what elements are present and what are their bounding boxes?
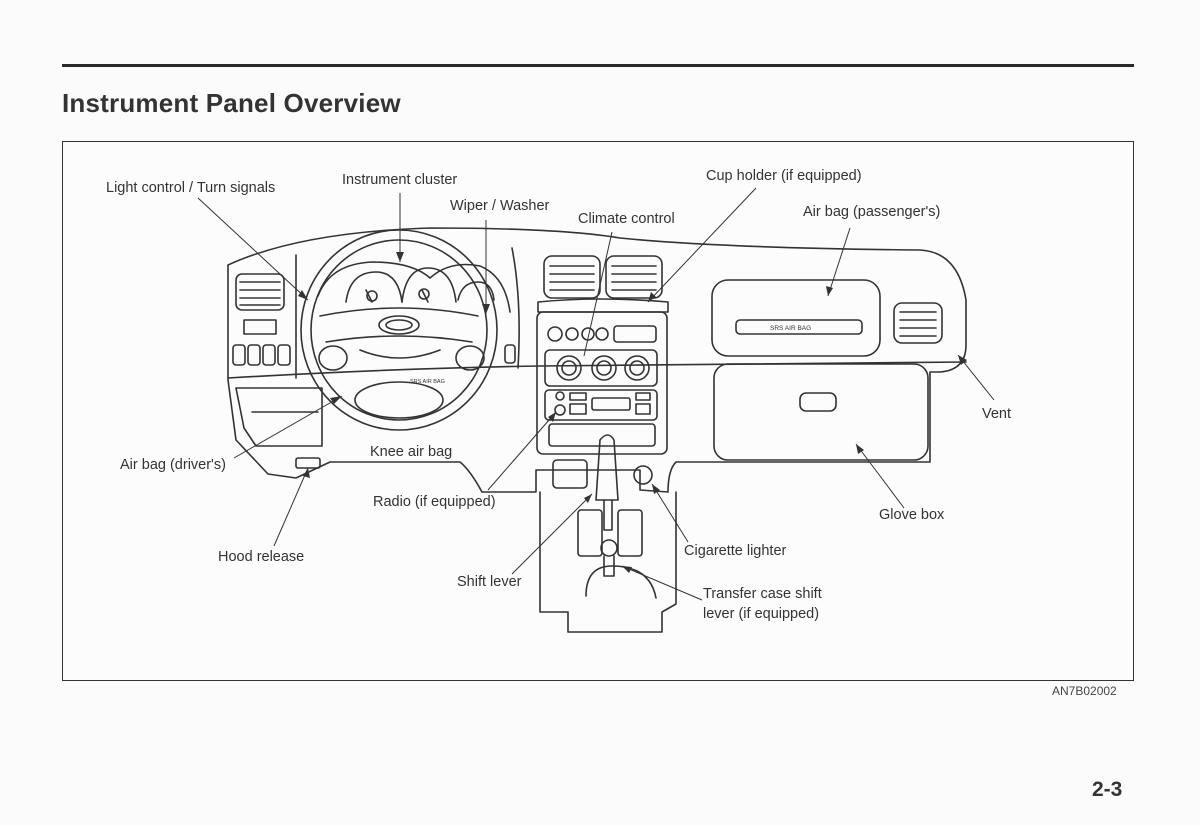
center-stack (536, 311, 668, 455)
label-climate-control: Climate control (578, 211, 675, 227)
leader-line (233, 395, 343, 459)
label-wiper-washer: Wiper / Washer (450, 198, 550, 214)
label-knee-airbag: Knee air bag (370, 444, 453, 460)
instrument-panel-diagram: SRS AIR BAG SRS AIR BAG (197, 187, 995, 633)
arrow-head (622, 566, 632, 573)
needle-hub (418, 288, 430, 300)
label-shift-lever: Shift lever (457, 574, 522, 590)
arrow-head (648, 292, 656, 302)
arrow-head (303, 468, 310, 478)
top-rule (62, 64, 1134, 67)
hood-release-handle (295, 457, 321, 469)
leader-line (621, 565, 703, 601)
leader-line (855, 443, 905, 509)
shift-lever (595, 434, 619, 501)
label-airbag-passenger: Air bag (passenger's) (803, 204, 941, 220)
lower-left-storage (235, 387, 323, 447)
shift-gate (577, 509, 603, 557)
console-armrest (585, 565, 657, 599)
dashboard-outline (227, 227, 967, 493)
label-transfer-case-line1: Transfer case shift (703, 586, 822, 602)
arrow-head (330, 396, 342, 404)
page-title: Instrument Panel Overview (62, 88, 401, 118)
srs-passenger-text: SRS AIR BAG (770, 325, 811, 332)
needle (365, 289, 373, 303)
leader-line (651, 483, 689, 543)
leader-line (197, 197, 309, 301)
steering-wheel (300, 229, 498, 431)
center-console (539, 491, 677, 633)
figure-code: AN7B02002 (1052, 684, 1117, 698)
leader-line (647, 187, 757, 303)
arrow-head (826, 286, 833, 296)
srs-driver-text: SRS AIR BAG (410, 379, 445, 385)
arrow-head (396, 252, 404, 262)
arrow-head (548, 412, 556, 422)
leader-line (827, 227, 851, 297)
right-switch (504, 344, 516, 364)
left-switch-row (232, 344, 291, 366)
arrow-head (652, 484, 660, 494)
srs-label-plate (735, 319, 863, 335)
center-vents (543, 255, 663, 299)
left-switch-panel (243, 319, 277, 335)
glove-box-handle (799, 392, 837, 412)
knee-airbag-panel (354, 381, 444, 419)
label-cup-holder: Cup holder (if equipped) (706, 168, 862, 184)
label-vent: Vent (982, 406, 1012, 422)
cluster-right-edge (511, 247, 520, 369)
cigarette-lighter (633, 465, 653, 485)
lower-console-panel (552, 459, 588, 489)
label-light-control: Light control / Turn signals (106, 180, 276, 196)
dashboard-lower-edge (227, 361, 967, 379)
leader-line (487, 411, 557, 491)
label-transfer-case-line2: lever (if equipped) (703, 606, 820, 622)
fuel-gauge (457, 281, 495, 301)
shift-gate (617, 509, 643, 557)
cluster-hood (317, 261, 511, 313)
label-cigarette-lighter: Cigarette lighter (684, 543, 787, 559)
needle (421, 289, 429, 303)
arrow-head (482, 304, 490, 314)
label-glove-box: Glove box (879, 507, 945, 523)
leader-line (511, 493, 593, 575)
arrow-head (298, 290, 308, 300)
glove-box-door (713, 363, 929, 461)
transfer-lever-knob (600, 539, 618, 557)
arrow-head (856, 444, 864, 454)
center-tray (548, 423, 656, 447)
hazard-switch-row (547, 325, 657, 343)
tachometer-gauge (345, 271, 403, 303)
right-stalk-control (455, 345, 485, 371)
label-hood-release: Hood release (218, 549, 305, 565)
radio-unit (544, 389, 658, 421)
steering-emblem (378, 315, 420, 335)
label-radio: Radio (if equipped) (373, 494, 496, 510)
label-instrument-cluster: Instrument cluster (342, 172, 458, 188)
left-stalk-control (318, 345, 348, 371)
right-vent (893, 302, 943, 344)
arrow-head (958, 355, 967, 365)
label-airbag-driver: Air bag (driver's) (120, 457, 226, 473)
leader-line (583, 231, 613, 357)
passenger-airbag-door (711, 279, 881, 357)
speedometer-gauge (401, 267, 457, 303)
cup-holder (537, 298, 669, 313)
page-number: 2-3 (1092, 778, 1123, 801)
needle-hub (366, 290, 378, 302)
climate-control-panel (544, 349, 658, 387)
shift-lever-shaft (603, 499, 613, 531)
arrow-head (584, 494, 592, 503)
left-vent (235, 273, 285, 311)
leader-line (273, 467, 309, 547)
